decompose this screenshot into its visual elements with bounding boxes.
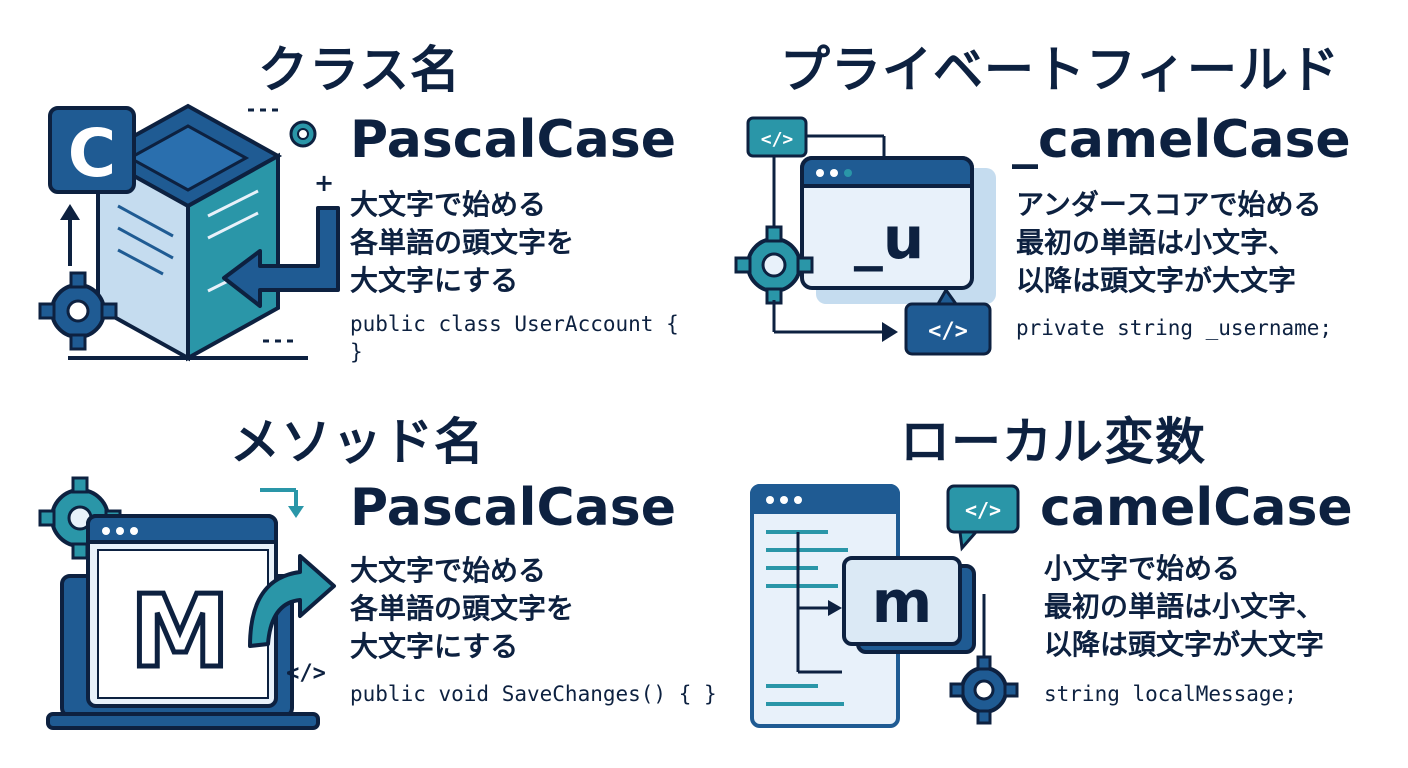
description-line: 各単語の頭文字を — [350, 592, 575, 625]
panel-local-variable: ローカル変数 m </> — [704, 384, 1408, 768]
description-line: 各単語の頭文字を — [350, 226, 575, 259]
class-illustration: C + — [38, 103, 340, 362]
gear-icon — [949, 655, 1019, 725]
description-line: アンダースコアで始める — [1016, 188, 1322, 221]
description-line: 大文字で始める — [350, 188, 547, 221]
description-line: 大文字で始める — [350, 554, 547, 587]
panel-title: ローカル変数 — [900, 413, 1206, 471]
description: 大文字で始める 各単語の頭文字を 大文字にする — [350, 186, 574, 300]
naming-style: camelCase — [1040, 478, 1353, 538]
description-line: 最初の単語は小文字、 — [1016, 226, 1297, 259]
code-line: } — [350, 340, 363, 364]
code-line: string localMessage; — [1044, 682, 1297, 706]
code-example: public void SaveChanges() { } — [350, 680, 717, 708]
svg-text:+: + — [314, 169, 334, 197]
svg-text:</>: </> — [761, 129, 794, 150]
description-line: 小文字で始める — [1044, 552, 1241, 585]
cube-icon — [93, 103, 283, 362]
naming-style: _camelCase — [1012, 110, 1351, 170]
code-line: private string _username; — [1016, 316, 1333, 340]
variable-letter-icon: m — [872, 568, 932, 636]
local-variable-illustration: m </> — [750, 484, 1020, 728]
code-example: public class UserAccount {} — [350, 310, 679, 366]
description-line: 以降は頭文字が大文字 — [1016, 264, 1297, 297]
code-line: public class UserAccount { — [350, 312, 679, 336]
arrow-icon — [222, 206, 340, 308]
method-letter-icon: M — [130, 573, 230, 690]
gear-icon — [38, 271, 118, 351]
svg-text:</>: </> — [965, 498, 1001, 522]
naming-style: PascalCase — [350, 478, 676, 538]
panel-title: プライベートフィールド — [780, 41, 1340, 99]
panel-method-name: メソッド名 M </> PascalCase 大文 — [0, 384, 717, 768]
panel-title: メソッド名 — [230, 413, 485, 471]
class-letter-icon: C — [68, 115, 116, 192]
code-bubble-icon: </> — [946, 484, 1020, 552]
panel-private-field: プライベートフィールド </> _u — [704, 0, 1408, 384]
method-illustration: M </> — [38, 476, 336, 730]
laptop-icon: M — [46, 514, 320, 730]
gear-icon — [734, 225, 814, 305]
curved-arrow-icon — [248, 554, 336, 648]
private-field-illustration: </> _u </> — [734, 116, 996, 356]
code-example: string localMessage; — [1044, 680, 1297, 708]
description: 小文字で始める 最初の単語は小文字、 以降は頭文字が大文字 — [1044, 550, 1324, 664]
gear-icon — [289, 120, 317, 148]
panel-class-name: クラス名 C — [0, 0, 704, 384]
code-bubble-icon: </> — [904, 287, 992, 356]
description-line: 大文字にする — [350, 630, 519, 663]
code-example: private string _username; — [1016, 314, 1332, 342]
code-line: public void SaveChanges() { } — [350, 682, 717, 706]
description-line: 最初の単語は小文字、 — [1044, 590, 1325, 623]
description: 大文字で始める 各単語の頭文字を 大文字にする — [350, 552, 574, 666]
description-line: 以降は頭文字が大文字 — [1044, 628, 1325, 661]
window-icon: _u — [800, 156, 974, 290]
field-letter-icon: _u — [854, 204, 924, 272]
naming-style: PascalCase — [350, 110, 676, 170]
description-line: 大文字にする — [350, 264, 519, 297]
svg-text:</>: </> — [286, 661, 326, 686]
description: アンダースコアで始める 最初の単語は小文字、 以降は頭文字が大文字 — [1016, 186, 1321, 300]
panel-title: クラス名 — [258, 41, 461, 99]
svg-text:</>: </> — [928, 319, 968, 344]
